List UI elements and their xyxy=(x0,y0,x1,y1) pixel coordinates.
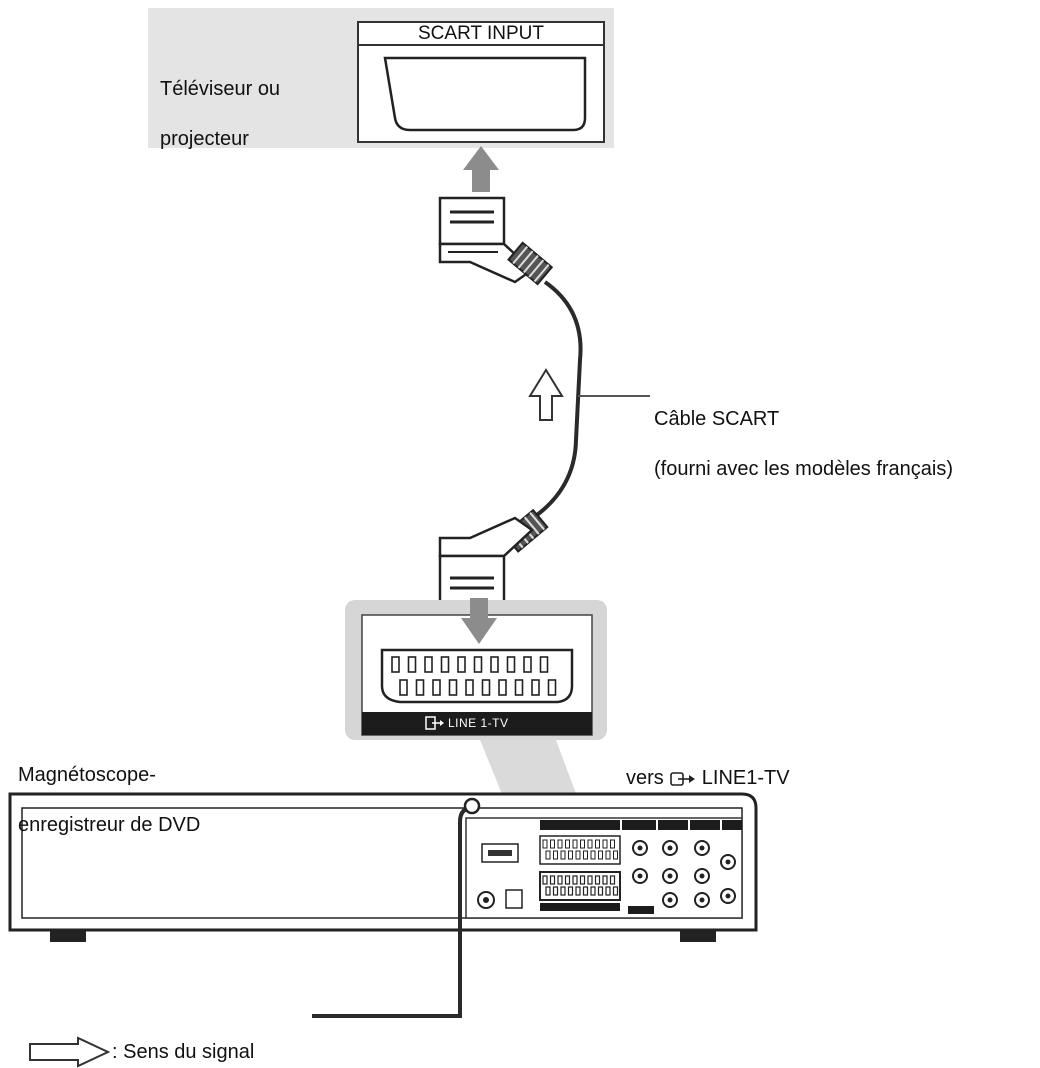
line-out-icon xyxy=(425,716,444,730)
tv-label: Téléviseur ou projecteur xyxy=(160,52,280,177)
scart-pin xyxy=(550,839,555,849)
scart-pin xyxy=(549,875,556,885)
connect-to-label: vers LINE1-TV xyxy=(626,766,790,791)
scart-pin xyxy=(514,679,524,696)
scart-pin xyxy=(557,875,563,885)
scart-pin xyxy=(575,886,581,896)
scart-pin xyxy=(542,875,548,885)
zoom-label-bar xyxy=(362,712,592,735)
connect-to-word: vers xyxy=(626,767,664,789)
rca-jack-center xyxy=(725,859,731,865)
scart-pin xyxy=(498,679,507,696)
scart-pin xyxy=(407,656,417,673)
scart-cable xyxy=(528,280,583,522)
scart-pin xyxy=(473,656,483,673)
rca-jack-center xyxy=(699,873,705,879)
arrow-up-to-tv-icon xyxy=(463,146,499,192)
rca-jack-center xyxy=(667,873,673,879)
scart-input-label: SCART INPUT xyxy=(418,23,544,44)
scart-pin xyxy=(605,886,611,896)
scart-pin xyxy=(539,656,549,673)
scart-pin xyxy=(545,850,551,860)
scart-pin xyxy=(575,850,581,860)
scart-pin xyxy=(553,850,558,860)
scart-pin xyxy=(587,875,593,885)
scart-plug-top xyxy=(438,196,554,286)
scart-pin xyxy=(597,886,604,896)
rca-jack-center xyxy=(725,893,731,899)
scart-plug-bottom xyxy=(438,508,549,604)
rca-jack-center xyxy=(637,873,643,879)
scart-pin xyxy=(565,839,570,849)
connect-to-port: LINE1-TV xyxy=(701,767,790,789)
legend-signal-arrow-icon xyxy=(29,1036,111,1068)
dvd-label-line2: enregistreur de DVD xyxy=(18,814,201,836)
scart-pin xyxy=(448,679,458,696)
cable-label: Câble SCART (fourni avec les modèles fra… xyxy=(654,382,953,507)
scart-pin xyxy=(481,679,491,696)
scart-pin xyxy=(613,850,618,860)
scart-pin xyxy=(568,850,573,860)
scart-pin xyxy=(590,850,596,860)
rca-jack-center xyxy=(637,845,643,851)
scart-pin xyxy=(602,875,608,885)
scart-pin xyxy=(391,656,400,673)
line-output-icon xyxy=(669,771,695,786)
legend-text: : Sens du signal xyxy=(112,1041,255,1063)
scart-pin xyxy=(590,886,596,896)
scart-socket-outline xyxy=(383,56,587,132)
scart-pin xyxy=(564,875,571,885)
scart-pin xyxy=(523,656,532,673)
scart-pin xyxy=(580,839,585,849)
scart-pin xyxy=(545,886,551,896)
tv-label-line2: projecteur xyxy=(160,128,249,150)
scart-pin xyxy=(465,679,474,696)
scart-pin xyxy=(583,850,588,860)
scart-pin xyxy=(560,850,566,860)
scart-pin xyxy=(552,886,559,896)
scart-pin xyxy=(531,679,540,696)
scart-pin xyxy=(547,679,557,696)
scart-pin xyxy=(567,886,574,896)
dvd-label-line1: Magnétoscope- xyxy=(18,764,156,786)
rca-jack-center xyxy=(667,897,673,903)
rca-jack-center xyxy=(699,897,705,903)
scart-pin xyxy=(609,875,616,885)
scart-pin xyxy=(595,839,600,849)
scart-pin xyxy=(424,656,433,673)
scart-pin xyxy=(572,875,578,885)
scart-pin xyxy=(506,656,516,673)
scart-pin xyxy=(579,875,586,885)
cable-label-line1: Câble SCART xyxy=(654,408,780,430)
scart-pin xyxy=(415,679,425,696)
scart-pin xyxy=(594,875,601,885)
scart-pin xyxy=(582,886,589,896)
scart-pin xyxy=(605,850,611,860)
scart-pin xyxy=(610,839,615,849)
scart-pin xyxy=(432,679,441,696)
signal-direction-arrow-icon xyxy=(528,368,564,421)
scart-pin xyxy=(399,679,408,696)
scart-pin xyxy=(598,850,603,860)
dvd-label: Magnétoscope- enregistreur de DVD xyxy=(18,738,200,863)
scart-pin xyxy=(490,656,499,673)
scart-pin xyxy=(612,886,619,896)
scart-pin xyxy=(557,839,563,849)
zoom-scart-pins xyxy=(391,656,557,696)
rca-jack-center xyxy=(667,845,673,851)
tv-label-line1: Téléviseur ou xyxy=(160,78,281,100)
rear-panel-connectors xyxy=(477,820,742,914)
scart-pin xyxy=(542,839,548,849)
cable-label-line2: (fourni avec les modèles français) xyxy=(654,458,954,480)
scart-pin xyxy=(457,656,466,673)
scart-pin xyxy=(560,886,566,896)
rca-jack-center xyxy=(699,845,705,851)
scart-pin xyxy=(602,839,608,849)
arrow-down-to-dvd-icon xyxy=(461,598,497,644)
scart-pin xyxy=(572,839,578,849)
scart-pin xyxy=(440,656,450,673)
zoom-port-label: LINE 1-TV xyxy=(448,716,509,730)
scart-pin xyxy=(587,839,593,849)
